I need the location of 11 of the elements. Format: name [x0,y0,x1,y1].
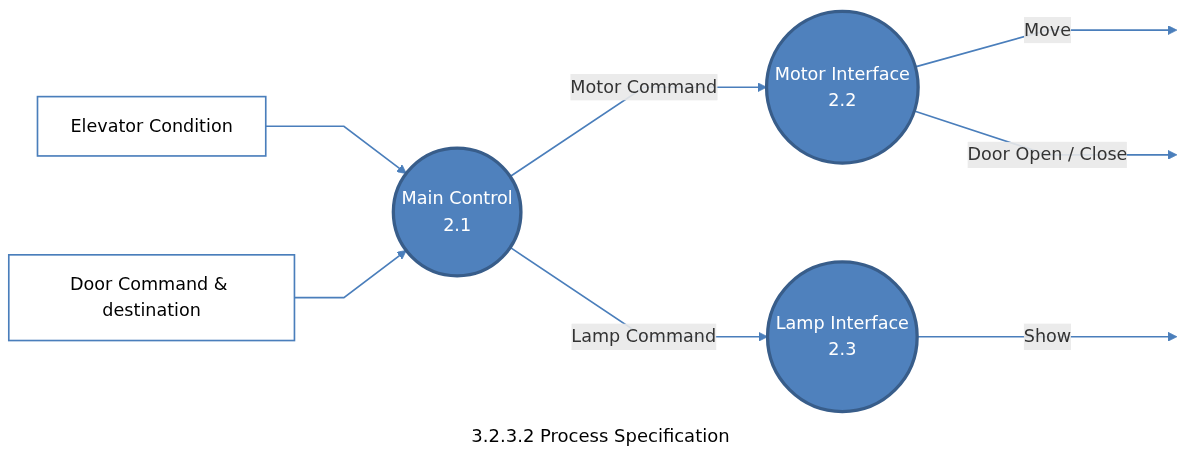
node-circle: Main Control 2.1 [391,146,523,278]
node-circle: Lamp Interface 2.3 [765,260,919,414]
node-box: Elevator Condition [36,95,267,157]
node-box: Door Command & destination [7,254,296,342]
edge-label: Door Open / Close [967,143,1128,165]
edge-label: Lamp Command [571,325,717,347]
node-circle: Motor Interface 2.2 [764,9,920,165]
edge-label: Move [1023,19,1072,40]
edge-label: Show [1023,325,1072,347]
caption: 3.2.3.2 Process Specification [471,424,730,448]
edge-label: Motor Command [570,76,718,98]
